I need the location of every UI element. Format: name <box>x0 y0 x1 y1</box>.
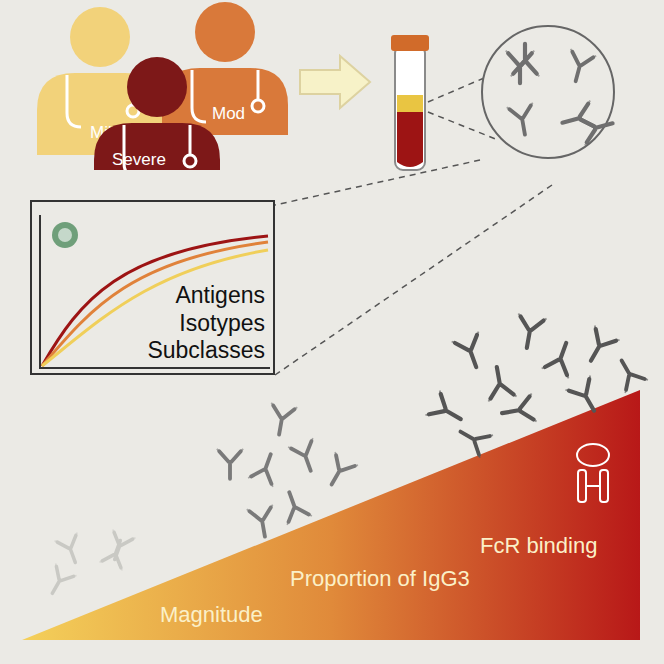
gradient-triangle: Magnitude Proportion of IgG3 FcR binding <box>22 390 642 640</box>
node-label: FcR binding <box>480 533 597 559</box>
node-label: Severe <box>112 150 166 170</box>
blood-tube <box>391 35 429 170</box>
node-label: Antigens Isotypes Subclasses <box>135 282 265 365</box>
person-severe: Severe <box>92 55 222 170</box>
gradient-triangle-shape <box>22 390 642 640</box>
magnified-view <box>482 26 614 158</box>
node-label: Mod <box>212 104 245 124</box>
chart-box: Antigens Isotypes Subclasses <box>30 200 275 375</box>
leader-line <box>275 160 552 375</box>
node-label: Proportion of IgG3 <box>290 566 470 592</box>
titration-curves <box>40 215 270 368</box>
flow-arrow <box>300 56 370 108</box>
node-label: Magnitude <box>160 602 263 628</box>
